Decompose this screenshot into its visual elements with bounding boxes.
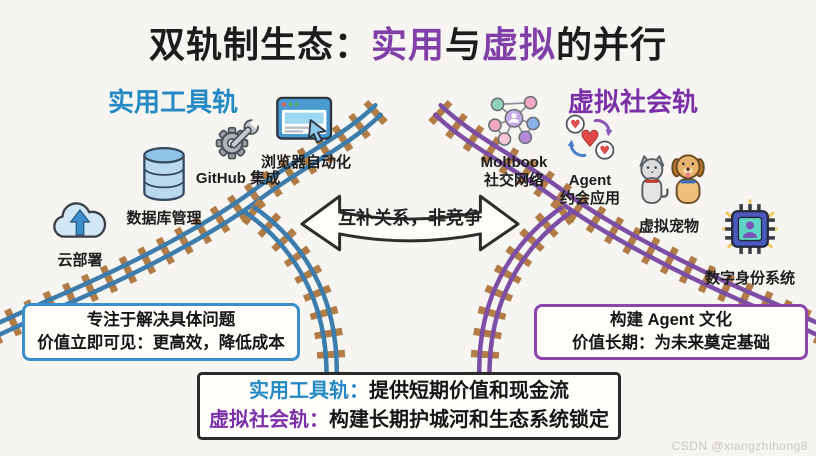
moltbook-group: Moltbook 社交网络 xyxy=(468,94,560,190)
summary-virtual-text: 构建长期护城河和生态系统锁定 xyxy=(329,409,609,431)
social-network-icon xyxy=(486,94,542,151)
summary-practical-label: 实用工具轨： xyxy=(249,380,369,402)
virtual-track-heading: 虚拟社会轨 xyxy=(568,87,699,117)
summary-virtual-label: 虚拟社会轨： xyxy=(209,409,329,431)
virtual-value-box: 构建 Agent 文化 价值长期：为未来奠定基础 xyxy=(534,304,808,360)
summary-box: 实用工具轨：提供短期价值和现金流 虚拟社会轨：构建长期护城河和生态系统锁定 xyxy=(197,372,621,440)
agent-dating-group: ♥ ♥ ♥ Agent 约会应用 xyxy=(552,112,628,208)
title-part2: 与 xyxy=(444,24,482,65)
github-label: GitHub 集成 xyxy=(195,170,281,187)
practical-value-line2: 价值立即可见：更高效，降低成本 xyxy=(37,334,285,352)
cloud-deploy-label: 云部署 xyxy=(57,252,103,269)
complementary-arrow: 互补关系，非竞争 xyxy=(296,190,524,260)
title-highlight-practical: 实用 xyxy=(370,24,445,65)
summary-line1: 实用工具轨：提供短期价值和现金流 xyxy=(200,377,618,406)
agent-dating-label: Agent xyxy=(568,172,612,189)
digital-identity-group: 数字身份系统 xyxy=(700,196,800,288)
title-part1: 双轨制生态： xyxy=(148,24,371,65)
digital-identity-label: 数字身份系统 xyxy=(704,270,795,287)
chip-identity-icon xyxy=(718,196,782,267)
gear-wrench-icon xyxy=(212,114,264,167)
summary-practical-text: 提供短期价值和现金流 xyxy=(369,380,569,402)
browser-automation-group: 浏览器自动化 xyxy=(258,96,354,172)
moltbook-label: Moltbook xyxy=(480,154,548,171)
cat-dog-icon xyxy=(629,152,709,215)
github-group: GitHub 集成 xyxy=(196,114,280,188)
title-highlight-virtual: 虚拟 xyxy=(482,24,557,65)
database-label: 数据库管理 xyxy=(126,210,202,227)
browser-automation-label: 浏览器自动化 xyxy=(260,154,351,171)
virtual-value-line2: 价值长期：为未来奠定基础 xyxy=(572,334,770,352)
cloud-deploy-group: 云部署 xyxy=(40,198,120,270)
practical-track-heading: 实用工具轨 xyxy=(108,87,239,117)
database-group: 数据库管理 xyxy=(118,146,210,228)
complementary-arrow-label: 互补关系，非竞争 xyxy=(338,208,482,228)
virtual-pets-group: 虚拟宠物 xyxy=(626,152,712,236)
page-title: 双轨制生态：实用与虚拟的并行 xyxy=(0,16,816,68)
virtual-value-line1: 构建 Agent 文化 xyxy=(610,311,732,329)
practical-value-line1: 专注于解决具体问题 xyxy=(86,311,236,329)
svg-text:♥: ♥ xyxy=(599,143,610,157)
hearts-arrows-icon: ♥ ♥ ♥ xyxy=(562,112,618,169)
double-arrow-icon xyxy=(300,194,520,252)
practical-value-box: 专注于解决具体问题 价值立即可见：更高效，降低成本 xyxy=(22,303,300,361)
agent-dating-label2: 约会应用 xyxy=(559,190,620,207)
svg-text:♥: ♥ xyxy=(580,127,600,153)
title-part3: 的并行 xyxy=(556,24,668,65)
watermark: CSDN @xiangzhihong8 xyxy=(671,439,808,453)
moltbook-label2: 社交网络 xyxy=(483,172,544,189)
database-icon xyxy=(139,146,189,207)
svg-text:♥: ♥ xyxy=(570,117,581,131)
virtual-pets-label: 虚拟宠物 xyxy=(638,218,699,235)
browser-automation-icon xyxy=(275,96,337,151)
summary-line2: 虚拟社会轨：构建长期护城河和生态系统锁定 xyxy=(200,406,618,435)
cloud-upload-icon xyxy=(50,198,110,249)
